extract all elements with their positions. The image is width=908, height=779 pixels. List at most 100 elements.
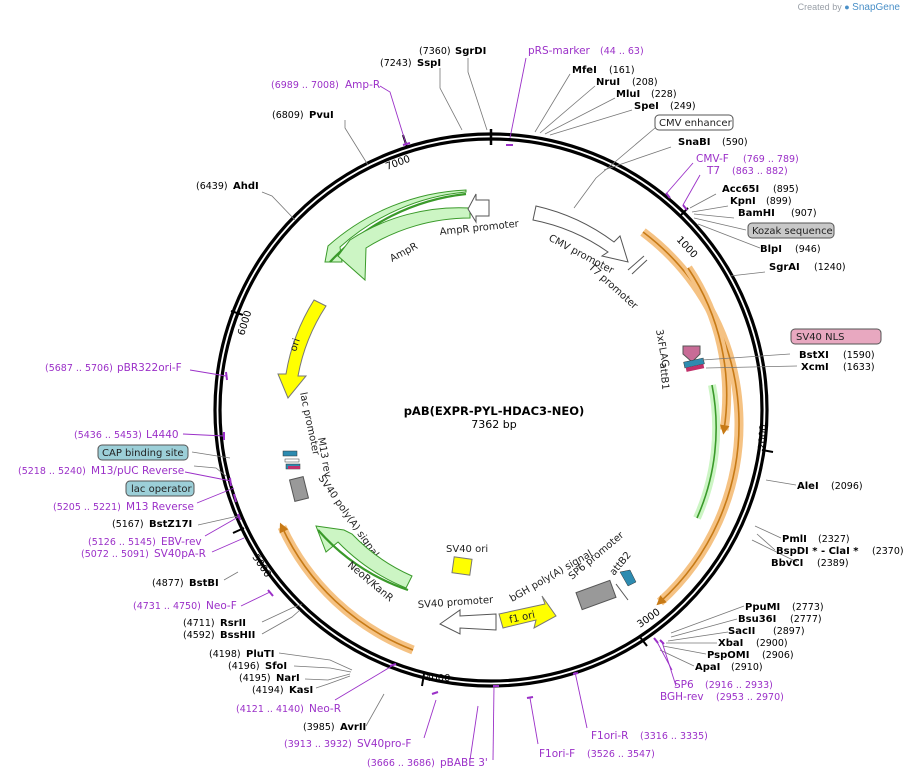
lac-operator-box bbox=[125, 480, 195, 497]
sv40-nls-mark bbox=[682, 345, 701, 363]
neor-feature bbox=[315, 525, 413, 589]
site-bamhi: BamHI bbox=[738, 208, 775, 219]
primer-prs-marker-pos: (44 .. 63) bbox=[600, 46, 644, 57]
site-sspi: SspI bbox=[417, 58, 441, 69]
site-ppumi-pos: (2773) bbox=[792, 602, 824, 613]
primer-neo-f-pos: (4731 .. 4750) bbox=[133, 601, 201, 612]
orange-arc-left-line bbox=[279, 522, 414, 651]
sv40-promoter-feature bbox=[439, 609, 497, 635]
primer-l4440: L4440 bbox=[146, 429, 179, 441]
sv40-ori-label: SV40 ori bbox=[446, 544, 488, 555]
site-pspomi-pos: (2906) bbox=[762, 650, 794, 661]
site-spei-pos: (249) bbox=[670, 101, 696, 112]
orange-arc-inner-line bbox=[687, 267, 730, 435]
primer-f1ori-f-pos: (3526 .. 3547) bbox=[587, 749, 655, 760]
kozak-box bbox=[747, 222, 835, 239]
site-kasi: KasI bbox=[289, 685, 313, 696]
site-bsshii: BssHII bbox=[220, 630, 255, 641]
sv40-ori-mark bbox=[451, 556, 473, 576]
site-bbvci: BbvCI bbox=[771, 558, 803, 569]
primer-f1ori-r-pos: (3316 .. 3335) bbox=[640, 731, 708, 742]
site-xcmi: XcmI bbox=[801, 362, 829, 373]
attb2-mark bbox=[619, 569, 637, 587]
primer-m13-puc-reverse-pos: (5218 .. 5240) bbox=[18, 466, 86, 477]
leader-lines bbox=[191, 58, 798, 727]
site-pmli-pos: (2327) bbox=[818, 534, 850, 545]
ampr-promoter-feature bbox=[467, 193, 490, 224]
sv40-promoter-label: SV40 promoter bbox=[417, 595, 494, 611]
site-mfei-pos: (161) bbox=[609, 65, 635, 76]
green-insert-arc-line bbox=[696, 384, 717, 519]
site-bstz17i: BstZ17I bbox=[149, 519, 192, 530]
ampr-promoter-label: AmpR promoter bbox=[439, 219, 520, 238]
cmv-enhancer-box bbox=[654, 114, 734, 131]
primer-cmv-f: CMV-F bbox=[696, 153, 729, 165]
snapgene-credit: Created by ● SnapGene bbox=[798, 2, 900, 13]
site-bspdi-clai-pos: (2370) bbox=[872, 546, 904, 557]
site-xcmi-pos: (1633) bbox=[843, 362, 875, 373]
tick-1000: 1000 bbox=[674, 235, 699, 261]
site-apai: ApaI bbox=[695, 662, 720, 673]
primer-pbabe: pBABE 3' bbox=[440, 757, 488, 769]
site-avrii: AvrII bbox=[340, 722, 366, 733]
cap-binding-mark bbox=[282, 450, 298, 457]
primer-sp6-pos: (2916 .. 2933) bbox=[705, 680, 773, 691]
primer-l4440-pos: (5436 .. 5453) bbox=[74, 430, 142, 441]
primer-m13-reverse: M13 Reverse bbox=[126, 501, 194, 513]
orange-arc-outer-line bbox=[642, 231, 740, 606]
site-bstxi: BstXI bbox=[799, 350, 829, 361]
primer-sv40pro-f-pos: (3913 .. 3932) bbox=[284, 739, 352, 750]
site-avrii-pos: (3985) bbox=[303, 722, 335, 733]
sv40-nls-label: SV40 NLS bbox=[796, 332, 845, 343]
green-insert-arc bbox=[693, 384, 721, 520]
site-acc65i-pos: (895) bbox=[773, 184, 799, 195]
site-nari-pos: (4195) bbox=[239, 673, 271, 684]
primer-m13-reverse-pos: (5205 .. 5221) bbox=[53, 502, 121, 513]
primer-sp6: SP6 bbox=[674, 679, 694, 691]
site-sacii-pos: (2897) bbox=[773, 626, 805, 637]
site-bsshii-pos: (4592) bbox=[183, 630, 215, 641]
f1-ori-feature bbox=[498, 595, 557, 629]
site-pmli: PmlI bbox=[782, 534, 807, 545]
site-pluti: PluTI bbox=[246, 649, 274, 660]
site-kpni: KpnI bbox=[730, 196, 756, 207]
primer-amp-r-pos: (6989 .. 7008) bbox=[271, 80, 339, 91]
primer-sv40pro-f: SV40pro-F bbox=[357, 738, 411, 750]
site-bsu36i: Bsu36I bbox=[738, 614, 776, 625]
site-rsrii: RsrII bbox=[220, 618, 246, 629]
ampr-label: AmpR bbox=[388, 241, 420, 265]
site-sgrai-pos: (1240) bbox=[814, 262, 846, 273]
site-bamhi-pos: (907) bbox=[791, 208, 817, 219]
site-blpi: BlpI bbox=[760, 244, 782, 255]
site-spei: SpeI bbox=[634, 101, 659, 112]
site-bstxi-pos: (1590) bbox=[843, 350, 875, 361]
primer-leader-lines bbox=[182, 57, 701, 761]
site-nrui: NruI bbox=[596, 77, 620, 88]
tick-7000: 7000 bbox=[384, 154, 412, 173]
site-alei-pos: (2096) bbox=[831, 481, 863, 492]
site-apai-pos: (2910) bbox=[731, 662, 763, 673]
site-rsrii-pos: (4711) bbox=[183, 618, 215, 629]
sv40-nls-box bbox=[790, 328, 882, 345]
cmv-promoter-feature bbox=[532, 205, 629, 263]
credit-brand: SnapGene bbox=[852, 2, 900, 13]
primer-ebv-rev: EBV-rev bbox=[161, 536, 202, 548]
primer-neo-r: Neo-R bbox=[309, 703, 341, 715]
tick-3000: 3000 bbox=[635, 607, 662, 631]
m13-rev-label: M13 rev bbox=[315, 437, 333, 479]
site-nari: NarI bbox=[276, 673, 300, 684]
site-mlui: MluI bbox=[616, 89, 640, 100]
flag-mark bbox=[683, 357, 705, 369]
site-bstbi: BstBI bbox=[189, 578, 219, 589]
primer-pbr322ori-f-pos: (5687 .. 5706) bbox=[45, 363, 113, 374]
f1-ori-label: f1 ori bbox=[508, 610, 536, 626]
primer-t7: T7 bbox=[706, 165, 720, 177]
attb1-label: attB1 bbox=[657, 362, 670, 390]
primer-neo-f: Neo-F bbox=[206, 600, 237, 612]
kozak-label: Kozak sequence bbox=[752, 226, 833, 237]
primer-bgh-rev-pos: (2953 .. 2970) bbox=[716, 692, 784, 703]
site-kpni-pos: (899) bbox=[766, 196, 792, 207]
tick-2000: 2000 bbox=[757, 424, 770, 450]
site-xbai: XbaI bbox=[718, 638, 743, 649]
